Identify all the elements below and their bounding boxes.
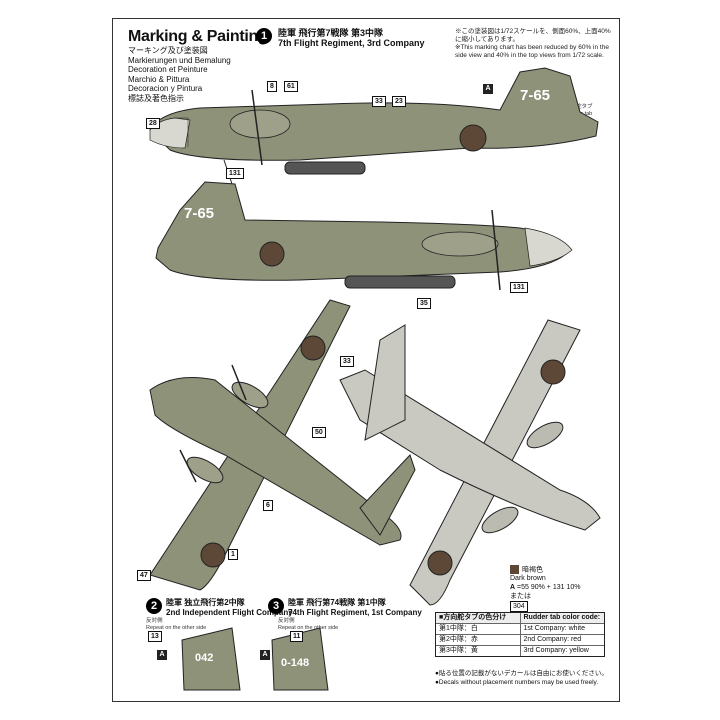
tail-code-v1-bottom: 7-65 (184, 205, 214, 222)
scale-note: ※この塗装図は1/72スケールを、側面60%、上面40%に縮小してあります。 ※… (455, 28, 611, 59)
version-1-title: 陸軍 飛行第7戦隊 第3中隊 7th Flight Regiment, 3rd … (278, 28, 425, 48)
side-view-bottom: 7-65 (155, 181, 573, 291)
dark-brown-swatch (510, 565, 519, 574)
tail-inset-v3: 0-148 (271, 627, 329, 691)
callout-a: A (483, 84, 493, 94)
callout: 11 (290, 631, 304, 642)
callout: 6 (263, 500, 273, 511)
callout: 47 (137, 570, 151, 581)
version-1-number: 1 (256, 28, 272, 44)
tail-code-v1-top: 7-65 (520, 87, 550, 104)
side-view-top: 7-65 (149, 67, 599, 185)
tail-inset-v2: 042 (181, 627, 241, 691)
title-translations: マーキング及び塗装図 Markierungen und Bemalung Dec… (128, 46, 231, 103)
callout: 50 (312, 427, 326, 438)
callout: 35 (417, 298, 431, 309)
callout-a: A (157, 650, 167, 660)
rudder-tab-color-table: ■方向舵タブの色分け Rudder tab color code: 第1中隊：白… (435, 612, 605, 657)
table-row: 第1中隊：白 1st Company: white (436, 623, 604, 634)
callout: 1 (228, 549, 238, 560)
callout: 8 (267, 81, 277, 92)
table-header: ■方向舵タブの色分け Rudder tab color code: (436, 613, 604, 623)
callout: 33 (340, 356, 354, 367)
top-view-right (339, 319, 601, 606)
version-3-number: 3 (268, 598, 284, 614)
callout: 13 (148, 631, 162, 642)
version-2-title: 陸軍 独立飛行第2中隊 2nd Independent Flight Compa… (166, 598, 293, 617)
header: Marking & Painting マーキング及び塗装図 Markierung… (128, 28, 268, 103)
table-row: 第2中隊：赤 2nd Company: red (436, 634, 604, 645)
v3-note: 反対側 Repeat on the other side (278, 618, 339, 631)
tail-code-v2: 042 (195, 652, 213, 664)
footer-note: ●貼る位置の記載がないデカールは自由にお使いください。 ●Decals with… (435, 670, 608, 686)
page-title: Marking & Painting (128, 28, 268, 45)
callout: 33 (372, 96, 386, 107)
callout: 131 (226, 168, 244, 179)
callout: 23 (392, 96, 406, 107)
callout: 61 (284, 81, 298, 92)
color-legend: 暗褐色 Dark brown A =55 90% + 131 10% または 3… (510, 565, 581, 613)
version-3-title: 陸軍 飛行第74戦隊 第1中隊 74th Flight Regiment, 1s… (288, 598, 422, 617)
callout-a: A (260, 650, 270, 660)
version-2-number: 2 (146, 598, 162, 614)
callout: 28 (146, 118, 160, 129)
top-view-left (149, 299, 416, 591)
table-row: 第3中隊：黄 3rd Company: yellow (436, 645, 604, 656)
tail-code-v3: 0-148 (281, 657, 309, 669)
v2-note: 反対側 Repeat on the other side (146, 618, 207, 631)
callout: 131 (510, 282, 528, 293)
